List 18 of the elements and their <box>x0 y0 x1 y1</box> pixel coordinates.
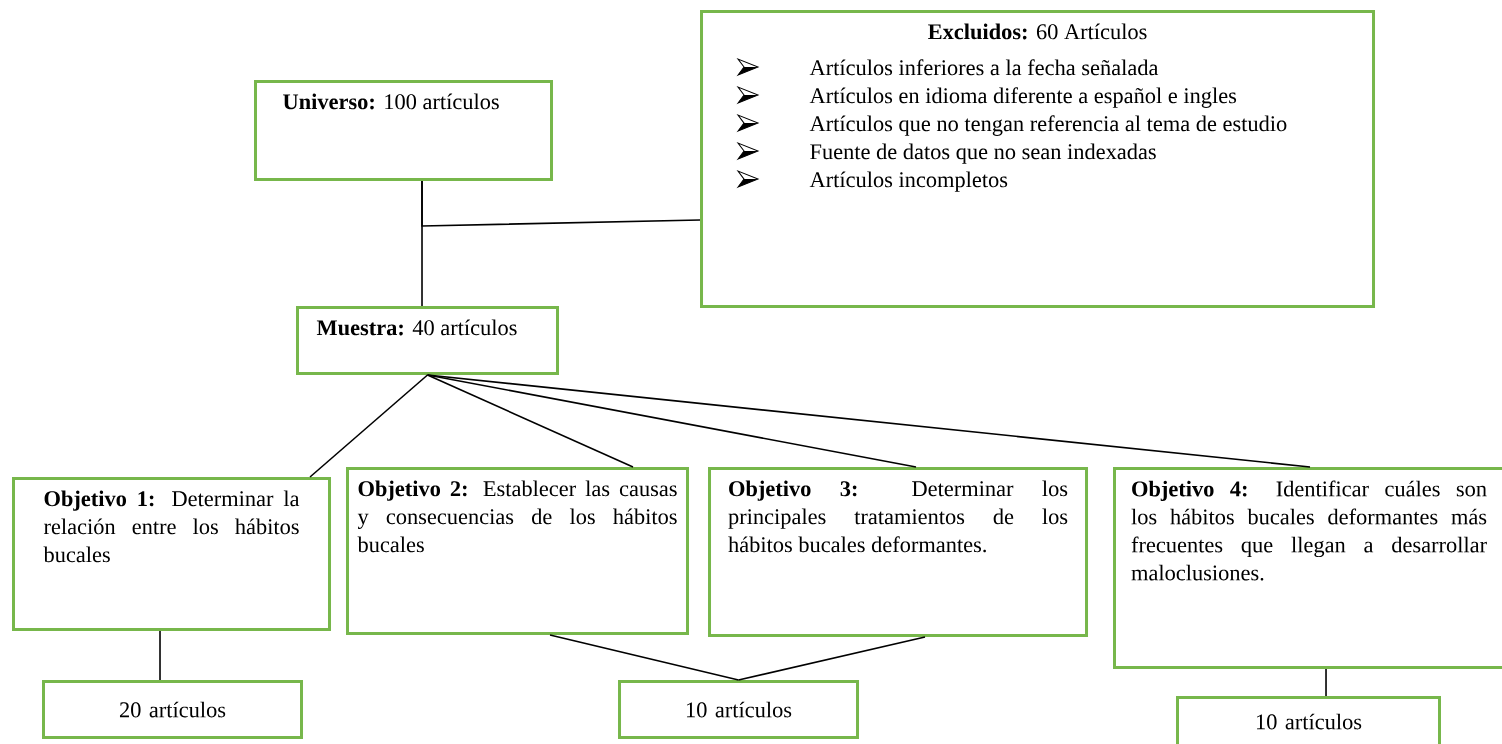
connector-line <box>309 374 429 478</box>
connector-line <box>159 630 161 681</box>
connector-line <box>1325 668 1327 697</box>
connector-line <box>737 636 926 681</box>
count-box: 20 artículos <box>42 680 303 739</box>
text-box: Objetivo 4: Identificar cuáles son los hábitos bucales deformantes más frecuentes que llegan a desarrollar maloclusiones. <box>1113 467 1502 669</box>
connector-line <box>549 634 740 681</box>
connector-line <box>426 374 634 468</box>
count-box: 10 artículos <box>618 680 859 739</box>
text-box: Objetivo 2: Establecer las causas y consecuencias de los hábitos bucales <box>346 467 689 635</box>
text-box: Universo: 100 artículos <box>254 80 553 181</box>
connector-line <box>421 180 701 227</box>
text-box: Objetivo 3: Determinar los principales tratamientos de los hábitos bucales deformantes. <box>708 467 1088 637</box>
text-box: Objetivo 1: Determinar la relación entre los hábitos bucales <box>12 477 331 631</box>
exclusion-box: Excluidos: 60 Artículos Artículos inferiores a la fecha señalada Artículos en idioma diferente a español e ingles Artículos que no tengan referencia al tema de estudio Fuente de datos que no sean indexadas Artículos incompletos <box>700 10 1375 308</box>
connector-line <box>426 374 1311 468</box>
text-box: Muestra: 40 artículos <box>296 306 559 375</box>
count-box: 10 artículos <box>1176 696 1441 744</box>
